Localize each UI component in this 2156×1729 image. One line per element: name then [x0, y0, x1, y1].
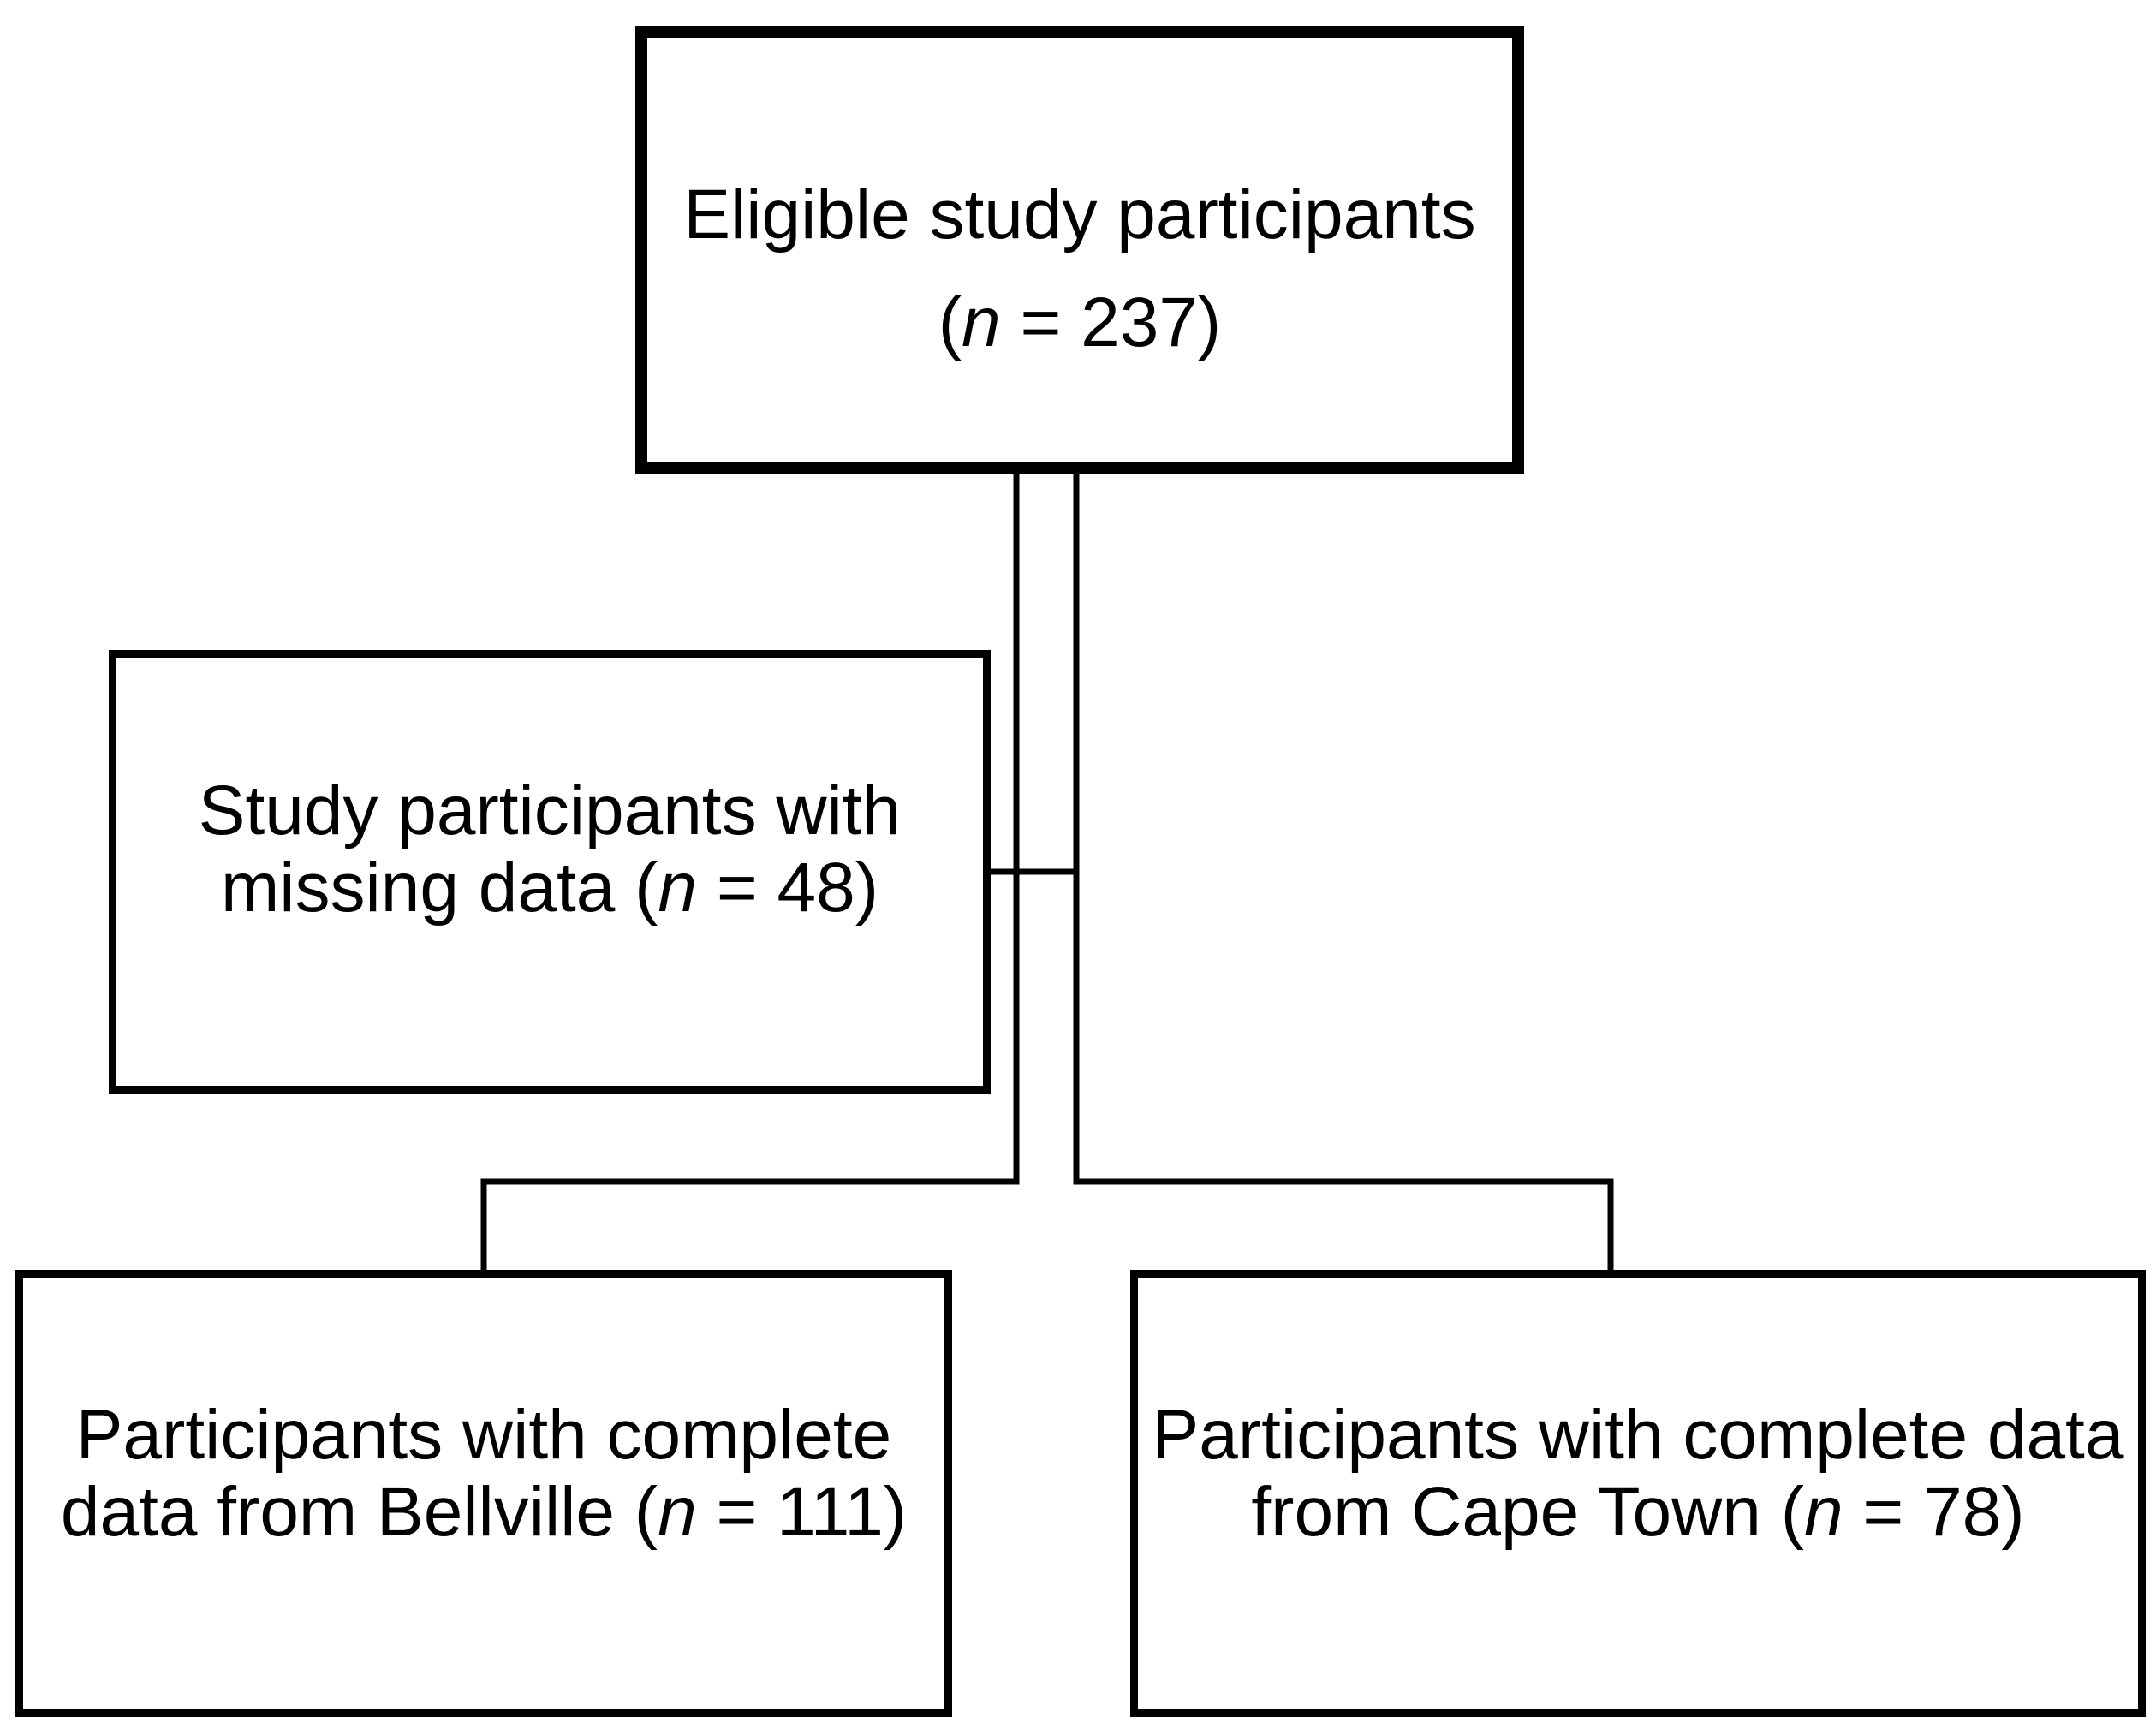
- node-eligible-participants: Eligible study participants (n = 237): [635, 26, 1524, 474]
- node-eligible-count-value: = 237): [1000, 283, 1222, 361]
- n-symbol: n: [658, 849, 698, 927]
- connector-to-bellville: [480, 1178, 1020, 1273]
- connector-to-capetown: [1073, 1178, 1614, 1273]
- node-missing-label: Study participants with missing data (n …: [199, 772, 901, 927]
- n-symbol: n: [658, 1473, 697, 1551]
- node-missing-data: Study participants with missing data (n …: [109, 650, 991, 1094]
- node-capetown-count-value: = 78): [1843, 1473, 2025, 1551]
- node-missing-title: Study participants with: [198, 772, 902, 850]
- node-missing-count-prefix: missing data (: [221, 849, 658, 927]
- node-bellville: Participants with complete data from Bel…: [15, 1270, 952, 1717]
- node-eligible-count: (n = 237): [683, 269, 1475, 377]
- node-capetown-count: from Cape Town (n = 78): [1152, 1474, 2124, 1551]
- node-capetown-label: Participants with complete data from Cap…: [1152, 1397, 2124, 1551]
- node-capetown-count-prefix: from Cape Town (: [1251, 1473, 1805, 1551]
- node-bellville-label: Participants with complete data from Bel…: [61, 1397, 907, 1551]
- n-symbol: n: [962, 283, 1001, 361]
- node-missing-count-value: = 48): [697, 849, 878, 927]
- node-missing-count: missing data (n = 48): [199, 850, 901, 927]
- node-eligible-count-prefix: (: [938, 283, 962, 361]
- node-bellville-title: Participants with complete: [75, 1396, 892, 1474]
- node-capetown-title: Participants with complete data: [1152, 1396, 2124, 1474]
- node-bellville-count-value: = 111): [696, 1473, 908, 1551]
- node-cape-town: Participants with complete data from Cap…: [1130, 1270, 2146, 1717]
- node-bellville-count: data from Bellville (n = 111): [61, 1474, 907, 1551]
- n-symbol: n: [1804, 1473, 1843, 1551]
- node-bellville-count-prefix: data from Bellville (: [60, 1473, 658, 1551]
- node-eligible-title: Eligible study participants: [683, 176, 1476, 253]
- node-eligible-label: Eligible study participants (n = 237): [683, 161, 1475, 377]
